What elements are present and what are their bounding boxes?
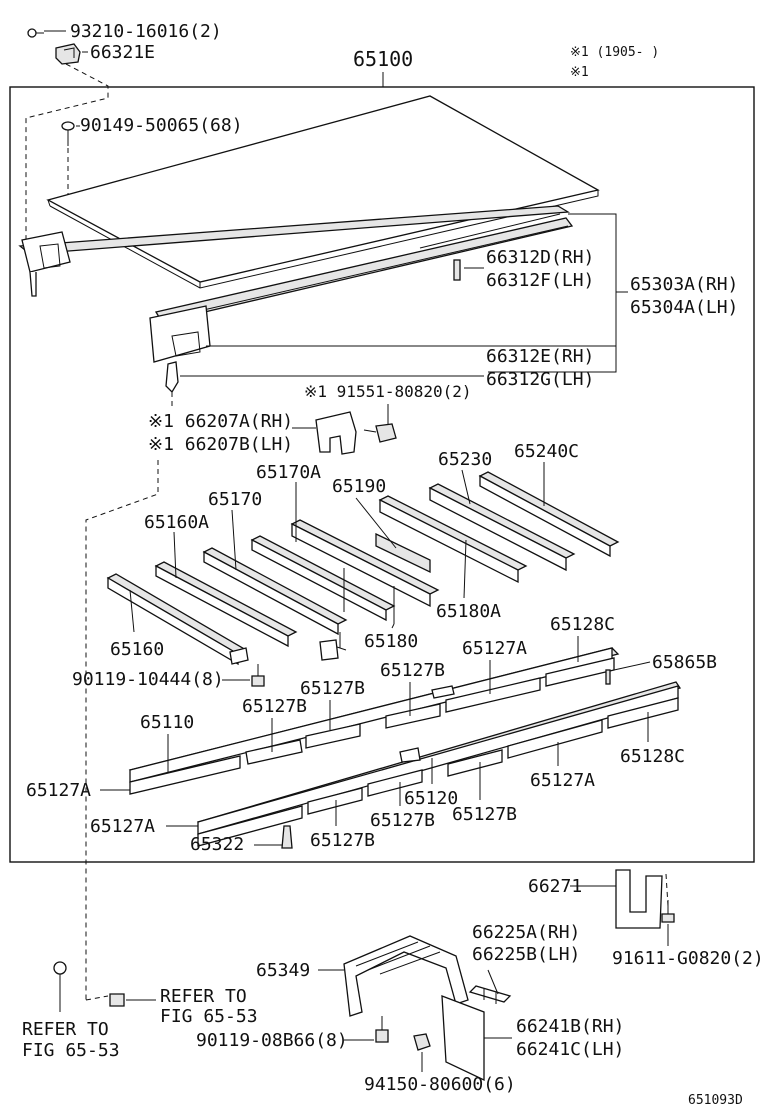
side-rail-lower [149, 217, 574, 363]
label-66207a[interactable]: ※1 66207A(RH) [148, 411, 293, 432]
label-refer-to-2b[interactable]: FIG 65-53 [160, 1006, 258, 1027]
bolt-90119-08b66-icon [375, 1016, 389, 1043]
long-rail-65110 [128, 647, 620, 795]
label-refer-to-1b[interactable]: FIG 65-53 [22, 1040, 120, 1061]
label-66312e[interactable]: 66312E(RH) [486, 346, 594, 367]
bracket-66207-icon [315, 411, 357, 455]
label-94150[interactable]: 94150-80600(6) [364, 1074, 516, 1095]
bracket-66271-icon [615, 869, 663, 929]
clip-66312e-icon [165, 361, 179, 394]
label-66271[interactable]: 66271 [528, 876, 582, 897]
label-65160[interactable]: 65160 [110, 639, 164, 660]
label-65240c[interactable]: 65240C [514, 441, 579, 462]
bracket-small-icon [319, 639, 339, 661]
label-66312d[interactable]: 66312D(RH) [486, 247, 594, 268]
nut-94150-icon [413, 1033, 431, 1051]
crossmember-65170 [202, 547, 348, 651]
bolt-91551-icon [363, 423, 397, 443]
figure-code: 651093D [688, 1093, 743, 1108]
label-65304a[interactable]: 65304A(LH) [630, 297, 738, 318]
label-65127b-5[interactable]: 65127B [452, 804, 517, 825]
label-65127a-bot[interactable]: 65127A [90, 816, 155, 837]
bracket-66321e-icon [55, 43, 81, 65]
label-65303a[interactable]: 65303A(RH) [630, 274, 738, 295]
long-rail-65120 [196, 681, 682, 847]
label-65190[interactable]: 65190 [332, 476, 386, 497]
label-66225a[interactable]: 66225A(RH) [472, 922, 580, 943]
bracket-66225-icon [468, 985, 512, 1004]
label-90149[interactable]: 90149-50065(68) [80, 115, 243, 136]
label-66312f[interactable]: 66312F(LH) [486, 270, 594, 291]
side-rail-upper [18, 205, 571, 297]
label-65127b-2[interactable]: 65127B [300, 678, 365, 699]
note-line-2: ※1 [570, 65, 589, 80]
label-90119-08b66[interactable]: 90119-08B66(8) [196, 1030, 348, 1051]
label-65127b-1[interactable]: 65127B [380, 660, 445, 681]
bolt-91611-icon [661, 900, 675, 923]
label-65128c-top[interactable]: 65128C [550, 614, 615, 635]
crossmember-65180a [378, 495, 528, 584]
crossmember-65160a [154, 561, 298, 648]
label-65180[interactable]: 65180 [364, 631, 418, 652]
label-65127a-right[interactable]: 65127A [530, 770, 595, 791]
label-65127b-6[interactable]: 65127B [310, 830, 375, 851]
label-66241c[interactable]: 66241C(LH) [516, 1039, 624, 1060]
clip-refer-icon [53, 961, 67, 1012]
label-91551[interactable]: ※1 91551-80820(2) [304, 382, 472, 401]
clip-66312d-icon [453, 259, 461, 281]
crossmember-65180 [290, 519, 440, 624]
label-65865b[interactable]: 65865B [652, 652, 717, 673]
label-66241b[interactable]: 66241B(RH) [516, 1016, 624, 1037]
label-65170[interactable]: 65170 [208, 489, 262, 510]
label-65160a[interactable]: 65160A [144, 512, 209, 533]
label-91611[interactable]: 91611-G0820(2) [612, 948, 760, 969]
label-65127a-left[interactable]: 65127A [26, 780, 91, 801]
label-65349[interactable]: 65349 [256, 960, 310, 981]
pin-65865b-icon [605, 669, 611, 685]
mudguard-65349 [343, 935, 469, 1017]
label-66225b[interactable]: 66225B(LH) [472, 944, 580, 965]
note-line-1: ※1 (1905- ) [570, 45, 659, 60]
label-65180a[interactable]: 65180A [436, 601, 501, 622]
label-65120[interactable]: 65120 [404, 788, 458, 809]
crossmember-65160 [106, 573, 249, 666]
label-refer-to-1a[interactable]: REFER TO [22, 1019, 109, 1040]
label-65127a-top[interactable]: 65127A [462, 638, 527, 659]
label-65128c-right[interactable]: 65128C [620, 746, 685, 767]
bolt-90119-10444-icon [251, 664, 265, 687]
label-refer-to-2a[interactable]: REFER TO [160, 986, 247, 1007]
label-93210[interactable]: 93210-16016(2) [70, 21, 222, 42]
label-65110[interactable]: 65110 [140, 712, 194, 733]
crossmember-65190 [375, 532, 431, 574]
assembly-frame [9, 86, 755, 863]
pin-65322-icon [281, 825, 293, 849]
label-65127b-3[interactable]: 65127B [242, 696, 307, 717]
label-90119-10444[interactable]: 90119-10444(8) [72, 669, 224, 690]
main-part-number[interactable]: 65100 [353, 47, 413, 71]
bolt-icon [27, 28, 44, 38]
label-65322[interactable]: 65322 [190, 834, 244, 855]
label-66312g[interactable]: 66312G(LH) [486, 369, 594, 390]
screw-icon [61, 121, 75, 146]
label-65170a[interactable]: 65170A [256, 462, 321, 483]
mudflap-66241 [441, 995, 485, 1082]
label-65127b-4[interactable]: 65127B [370, 810, 435, 831]
label-65230[interactable]: 65230 [438, 449, 492, 470]
label-66321e[interactable]: 66321E [90, 42, 155, 63]
crossmember-65230 [428, 483, 576, 572]
crossmember-65240c [478, 471, 620, 558]
bolt-refer-icon [109, 993, 125, 1007]
label-66207b[interactable]: ※1 66207B(LH) [148, 434, 293, 455]
